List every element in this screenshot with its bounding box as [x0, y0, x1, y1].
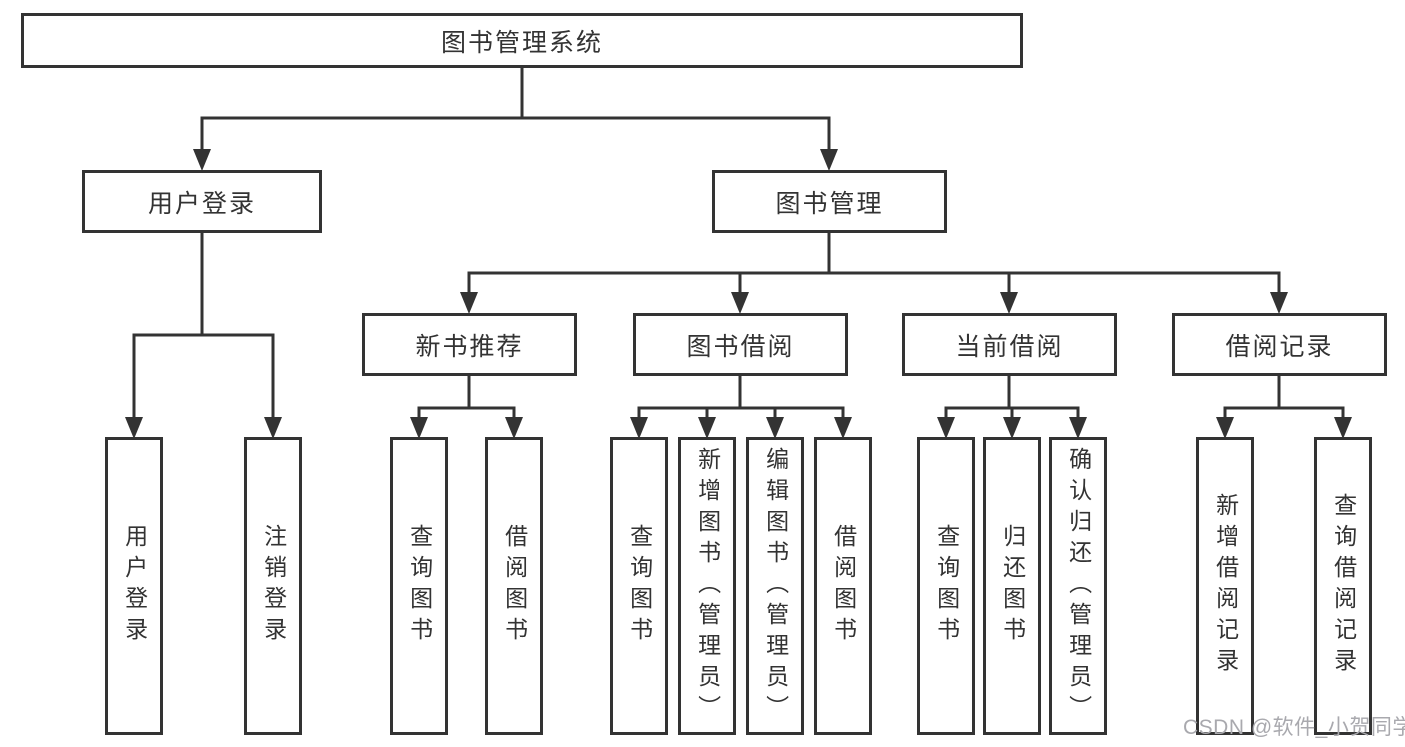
leaf-query-borrow-record: 查询借阅记录: [1314, 437, 1372, 735]
leaf-add-books-admin: 新增图书（管理员）: [678, 437, 736, 735]
node-book-borrow: 图书借阅: [633, 313, 848, 376]
leaf-logout: 注销登录: [244, 437, 302, 735]
node-borrow-records: 借阅记录: [1172, 313, 1387, 376]
node-new-book-recommend: 新书推荐: [362, 313, 577, 376]
leaf-label: 确认归还（管理员）: [1065, 446, 1092, 726]
node-user-login: 用户登录: [82, 170, 322, 233]
leaf-add-borrow-record: 新增借阅记录: [1196, 437, 1254, 735]
leaf-user-login: 用户登录: [105, 437, 163, 735]
node-current-borrow: 当前借阅: [902, 313, 1117, 376]
leaf-query-books-borrow: 查询图书: [610, 437, 668, 735]
leaf-label: 查询借阅记录: [1330, 493, 1357, 679]
leaf-return-books: 归还图书: [983, 437, 1041, 735]
node-book-management: 图书管理: [712, 170, 947, 233]
leaf-label: 借阅图书: [830, 524, 857, 648]
leaf-label: 查询图书: [406, 524, 433, 648]
leaf-label: 用户登录: [121, 524, 148, 648]
leaf-label: 归还图书: [999, 524, 1026, 648]
leaf-label: 新增借阅记录: [1212, 493, 1239, 679]
leaf-confirm-return-admin: 确认归还（管理员）: [1049, 437, 1107, 735]
node-root: 图书管理系统: [21, 13, 1023, 68]
leaf-label: 查询图书: [933, 524, 960, 648]
leaf-query-books-recommend: 查询图书: [390, 437, 448, 735]
leaf-borrow-books: 借阅图书: [814, 437, 872, 735]
leaf-label: 新增图书（管理员）: [694, 446, 721, 726]
leaf-label: 借阅图书: [501, 524, 528, 648]
leaf-label: 查询图书: [626, 524, 653, 648]
leaf-borrow-books-recommend: 借阅图书: [485, 437, 543, 735]
leaf-edit-books-admin: 编辑图书（管理员）: [746, 437, 804, 735]
leaf-label: 编辑图书（管理员）: [762, 446, 789, 726]
leaf-query-books-current: 查询图书: [917, 437, 975, 735]
leaf-label: 注销登录: [260, 524, 287, 648]
watermark: CSDN @软件_小贺同学: [1183, 716, 1405, 739]
